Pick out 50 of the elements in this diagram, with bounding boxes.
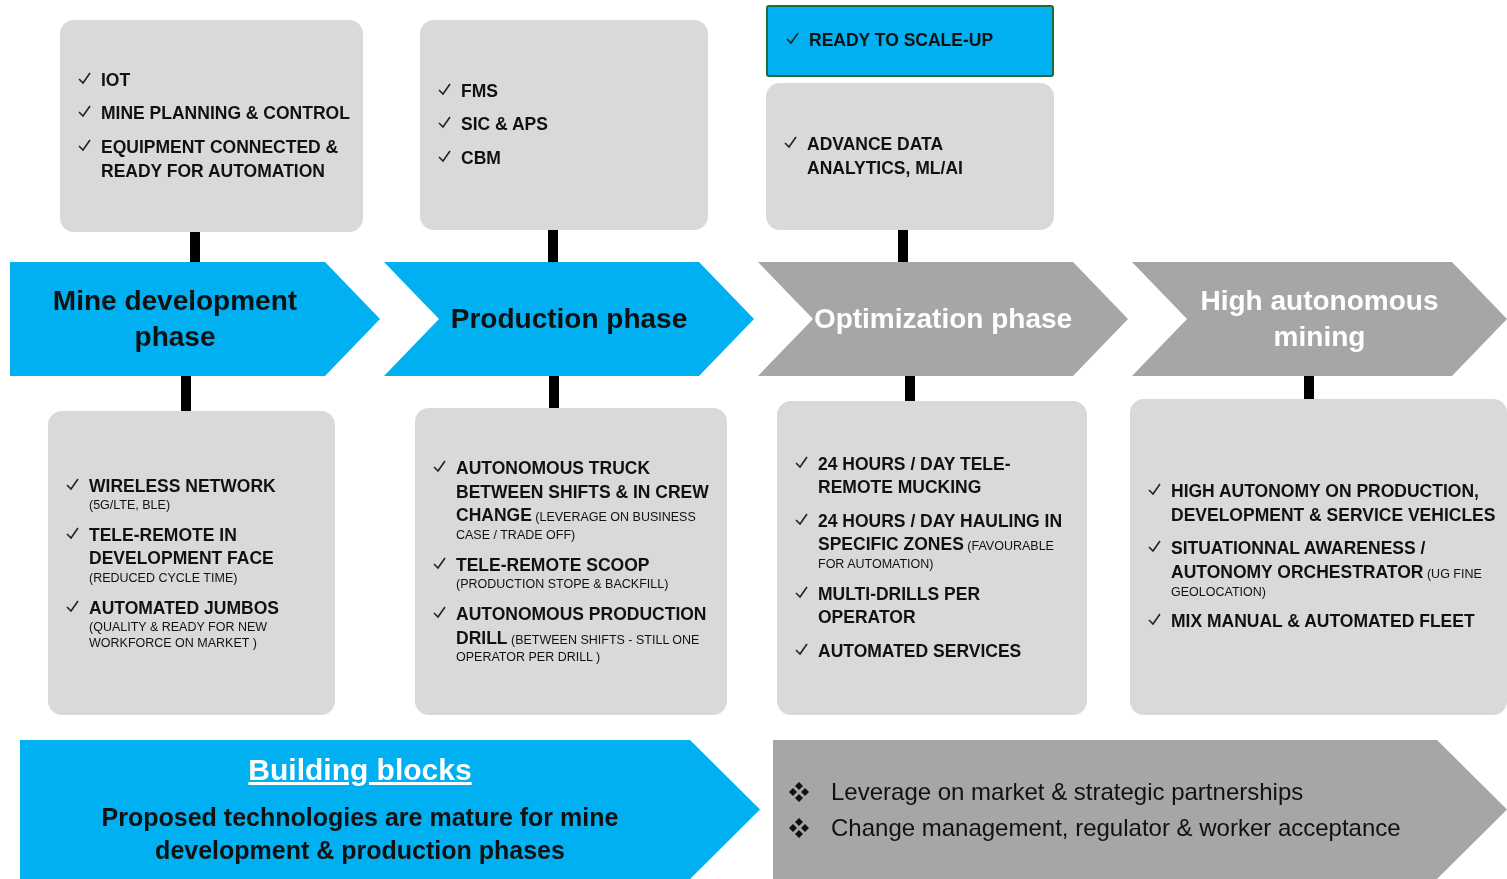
checklist-box <box>766 83 1054 230</box>
checklist-item: HIGH AUTONOMY ON PRODUCTION, DEVELOPMENT & SERVICE VEHICLES <box>1171 480 1497 527</box>
checklist-box <box>420 20 708 230</box>
checklist-item: READY TO SCALE-UP <box>809 29 994 53</box>
checklist-item: MULTI-DRILLS PER OPERATOR <box>818 582 982 630</box>
banner-heading: Building blocks <box>248 753 472 787</box>
checklist-box <box>415 408 727 715</box>
phase-band <box>10 262 380 376</box>
banner-text: Proposed technologies are mature for mine development & production phases <box>100 802 620 866</box>
connector-bar <box>548 230 558 262</box>
bullet-text: Leverage on market & strategic partnerships <box>831 777 1304 806</box>
phase-title: Mine development phase <box>51 283 299 354</box>
connector-bar <box>905 376 915 401</box>
checklist-item: IOT <box>101 68 131 92</box>
checklist-item: SITUATIONNAL AWARENESS / AUTONOMY ORCHESTRATOR (UG FINE GEOLOCATION) <box>1171 537 1483 601</box>
checklist-item: AUTONOMOUS TRUCK BETWEEN SHIFTS & IN CREW CHANGE (LEVERAGE ON BUSINESS CASE / TRADE OFF) <box>456 457 710 544</box>
checklist-item: AUTOMATED JUMBOS (QUALITY & READY FOR NEW WORKFORCE ON MARKET ) <box>89 596 280 652</box>
checklist-item: TELE-REMOTE SCOOP (PRODUCTION STOPE & BACKFILL) <box>456 553 670 593</box>
phase-band <box>758 262 1128 376</box>
status-box <box>766 5 1054 77</box>
connector-bar <box>181 376 191 411</box>
checklist-item: SIC & APS <box>461 113 548 137</box>
checklist-item: ADVANCE DATA ANALYTICS, ML/AI <box>807 132 964 180</box>
checklist-item: AUTOMATED SERVICES <box>818 639 1022 663</box>
connector-bar <box>898 230 908 262</box>
connector-bar <box>1304 376 1314 399</box>
checklist-item: TELE-REMOTE IN DEVELOPMENT FACE (REDUCED CYCLE TIME) <box>89 523 275 587</box>
checklist-item: EQUIPMENT CONNECTED & READY FOR AUTOMATION <box>101 136 340 183</box>
checklist-box <box>48 411 335 715</box>
checklist-item: FMS <box>461 79 498 103</box>
phase-title: Optimization phase <box>813 301 1073 336</box>
connector-bar <box>190 232 200 262</box>
connector-bar <box>549 376 559 408</box>
checklist-item: WIRELESS NETWORK (5G/LTE, BLE) <box>89 474 277 514</box>
checklist-box <box>60 20 363 232</box>
checklist-item: MINE PLANNING & CONTROL <box>101 102 350 126</box>
phase-title: High autonomous mining <box>1199 283 1440 354</box>
checklist-item: 24 HOURS / DAY HAULING IN SPECIFIC ZONES (FAVOURABLE FOR AUTOMATION) <box>818 509 1064 573</box>
phase-title: Production phase <box>450 301 688 336</box>
banner-panel <box>773 740 1507 879</box>
checklist-item: CBM <box>461 146 501 170</box>
checklist-item: AUTONOMOUS PRODUCTION DRILL (BETWEEN SHIFTS - STILL ONE OPERATOR PER DRILL ) <box>456 602 708 666</box>
banner-panel <box>20 740 760 879</box>
checklist-item: 24 HOURS / DAY TELE-REMOTE MUCKING <box>818 452 1012 500</box>
phase-band <box>1132 262 1507 376</box>
checklist-box <box>1130 399 1507 715</box>
bullet-text: Change management, regulator & worker acceptance <box>831 813 1401 842</box>
phase-band <box>384 262 754 376</box>
checklist-item: MIX MANUAL & AUTOMATED FLEET <box>1171 610 1475 634</box>
checklist-box <box>777 401 1087 715</box>
